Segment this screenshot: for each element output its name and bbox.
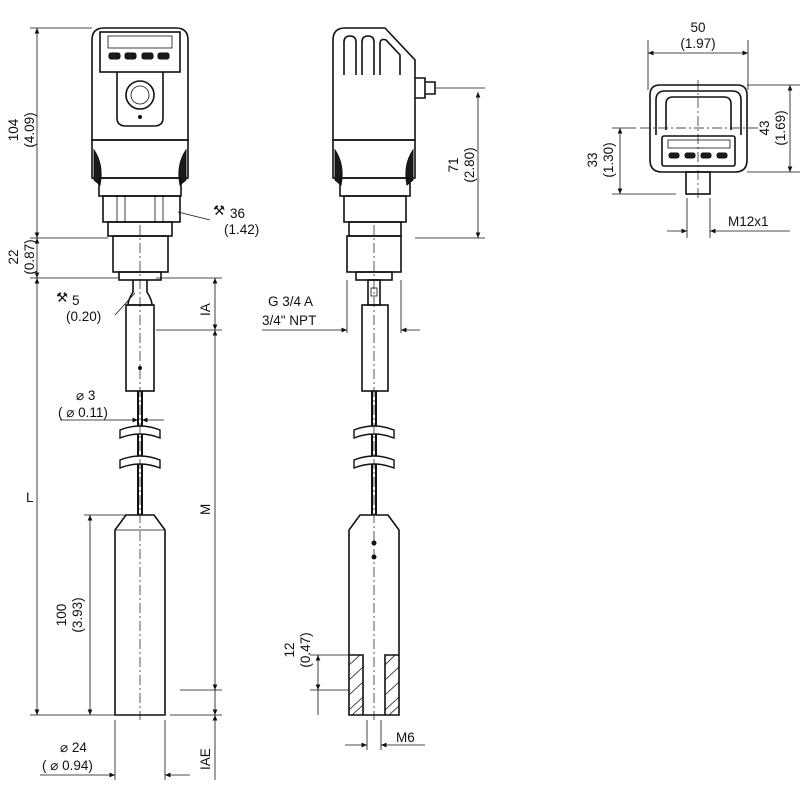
dim-104-in: (4.09) [22,112,37,147]
dim-L: L [26,490,34,505]
dim-33: 33 [585,152,600,167]
display-icon [107,35,173,49]
dim-50: 50 [690,20,705,35]
connector-icon [125,80,155,110]
dim-cable-in: ( ⌀ 0.11) [58,405,108,420]
top-display-icon [667,139,731,149]
dim-cable: ⌀ 3 [76,388,95,403]
dim-12-in: (0.47) [298,632,313,667]
dim-43: 43 [757,120,772,135]
dim-22-in: (0.87) [22,239,37,274]
dim-100: 100 [54,604,69,627]
dim-33-in: (1.30) [601,142,616,177]
front-view [91,27,189,720]
side-view [332,27,436,720]
dim-12: 12 [282,642,297,657]
thread-npt: 3/4" NPT [262,313,316,328]
dim-104: 104 [6,118,21,141]
dim-IA: IA [198,303,213,316]
dim-22: 22 [6,249,21,264]
dim-m6: M6 [396,730,415,745]
dim-50-in: (1.97) [680,36,715,51]
wrench-icon-small: ⚒ [56,290,68,305]
button-icons [108,52,170,60]
top-dimensions: 50 (1.97) 43(1.69) 33(1.30) M12x1 [585,20,800,238]
dim-IAE: IAE [198,748,213,770]
dim-100-in: (3.93) [70,597,85,632]
dim-wrench-36: 36 [230,206,245,221]
wrench-icon: ⚒ [213,203,225,218]
top-button-icons [668,152,728,159]
front-dimensions: 104(4.09) 22(0.87) L ⚒ 36 (1.42) ⚒ 5 (0.… [6,27,259,780]
dim-M: M [198,504,213,515]
dim-weight-dia: ⌀ 24 [60,740,87,755]
display-bezel [99,31,181,73]
thread-g: G 3/4 A [268,294,313,309]
dim-wrench-36-in: (1.42) [224,222,259,237]
dim-71: 71 [446,157,461,172]
dim-71-in: (2.80) [462,147,477,182]
top-view [640,80,760,198]
dim-weight-dia-in: ( ⌀ 0.94) [42,758,93,773]
dim-m12: M12x1 [728,214,769,229]
dim-wrench-5: 5 [72,293,80,308]
dim-43-in: (1.69) [773,110,788,145]
dim-wrench-5-in: (0.20) [66,309,101,324]
side-dimensions: 71(2.80) G 3/4 A 3/4" NPT 12(0.47) M6 [262,87,485,750]
